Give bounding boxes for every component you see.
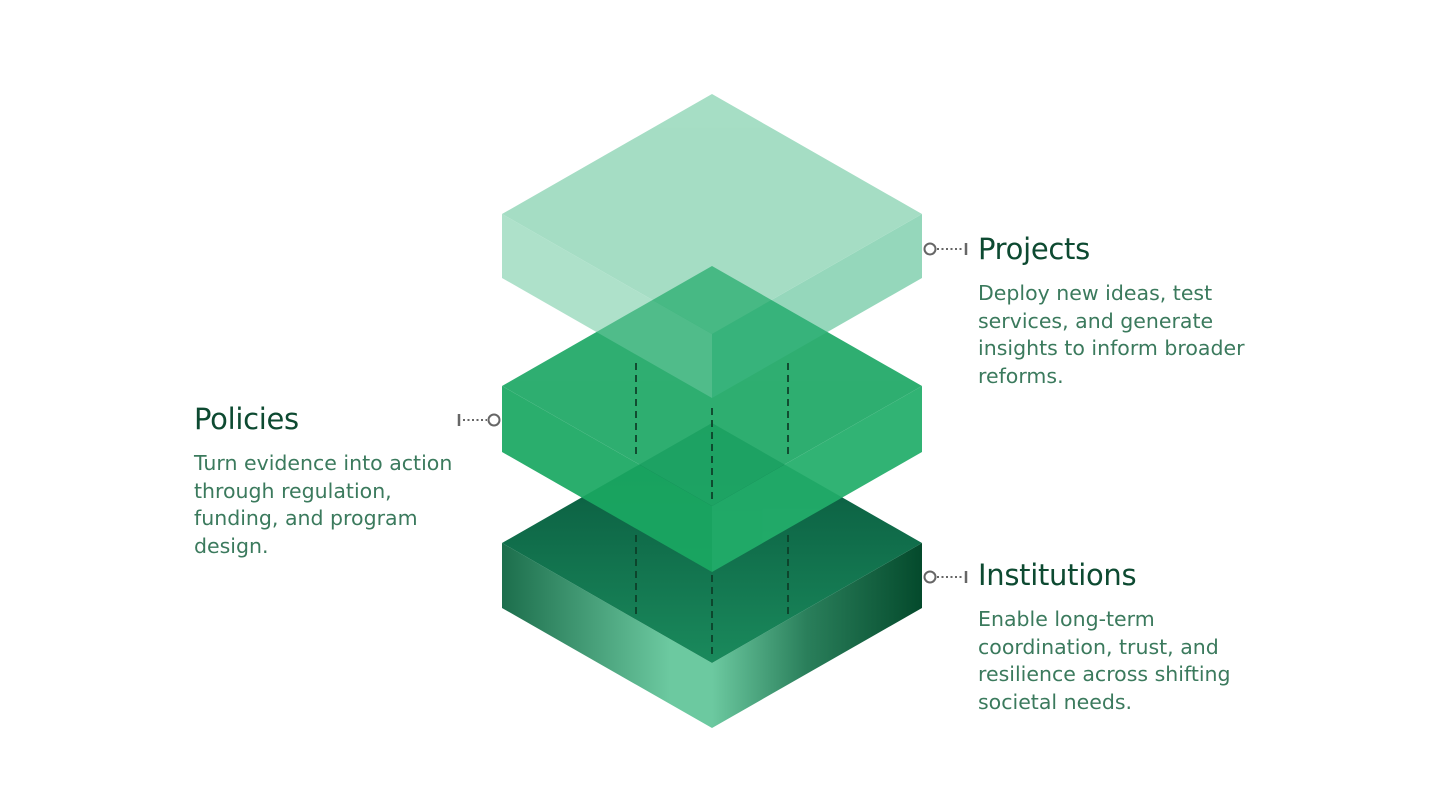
- projects-layer: [502, 94, 922, 398]
- projects-title: Projects: [978, 232, 1090, 266]
- projects-connector: [923, 242, 968, 256]
- dashed-guide-lines: [635, 363, 789, 655]
- institutions-description: Enable long-term coordination, trust, an…: [978, 607, 1231, 714]
- institutions-label: Institutions Enable long-term coordinati…: [978, 558, 1258, 716]
- institutions-title: Institutions: [978, 558, 1137, 592]
- policies-title: Policies: [194, 402, 299, 436]
- policies-description: Turn evidence into action through regula…: [194, 451, 453, 558]
- policies-label: Policies Turn evidence into action throu…: [194, 402, 474, 560]
- policies-connector: [457, 413, 501, 427]
- institutions-connector: [923, 570, 968, 584]
- projects-label: Projects Deploy new ideas, test services…: [978, 232, 1258, 390]
- projects-description: Deploy new ideas, test services, and gen…: [978, 281, 1245, 388]
